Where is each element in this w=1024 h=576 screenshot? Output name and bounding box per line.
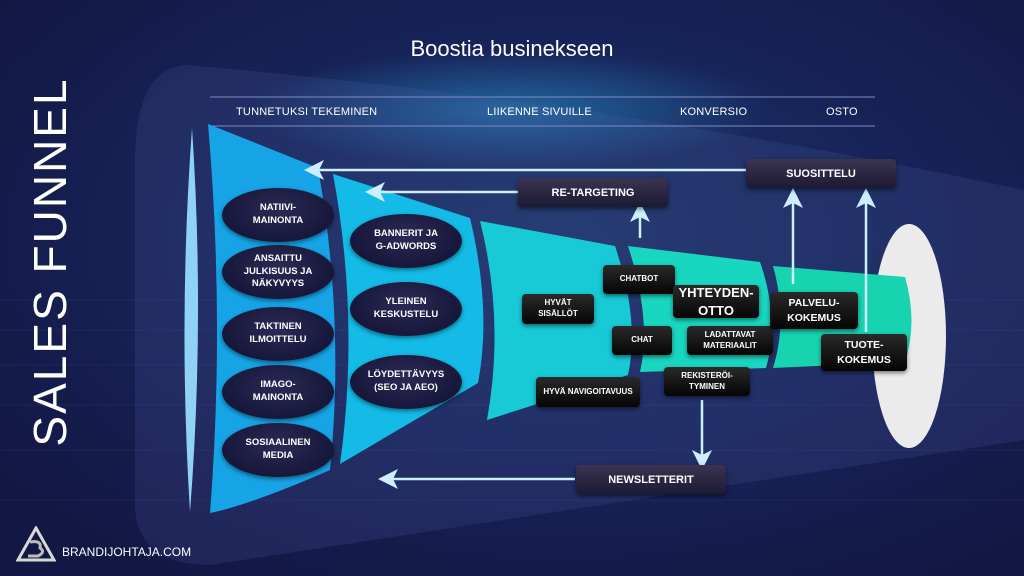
- retargeting-box: RE-TARGETING: [518, 178, 668, 207]
- stage-label-conversion: KONVERSIO: [680, 106, 748, 118]
- slide-title: Boostia businekseen: [410, 36, 614, 61]
- contact-box: YHTEYDEN- OTTO: [673, 285, 759, 318]
- good-content-box: HYVÄT SISÄLLÖT: [522, 294, 594, 324]
- newsletters-box: NEWSLETTERIT: [576, 465, 726, 494]
- brand-name: BRANDIJOHTAJA.COM: [62, 545, 192, 559]
- stage-label-purchase: OSTO: [826, 106, 858, 118]
- referral-box: SUOSITTELU: [746, 159, 896, 188]
- product-experience-box: TUOTE- KOKEMUS: [821, 334, 907, 371]
- chatbot-box: CHATBOT: [603, 265, 675, 294]
- stage-label-traffic: LIIKENNE SIVUILLE: [487, 106, 592, 118]
- brand-logo-icon: [16, 526, 56, 562]
- awareness-item: IMAGO- MAINONTA: [222, 365, 334, 419]
- traffic-item: BANNERIT JA G-ADWORDS: [350, 214, 462, 268]
- awareness-item: NATIIVI- MAINONTA: [222, 188, 334, 242]
- traffic-item: LÖYDETTÄVYYS (SEO JA AEO): [350, 355, 462, 409]
- downloads-box: LADATTAVAT MATERIAALIT: [687, 326, 773, 355]
- side-title: SALES FUNNEL: [24, 77, 76, 447]
- registration-box: REKISTERÖI- TYMINEN: [664, 367, 750, 396]
- traffic-item: YLEINEN KESKUSTELU: [350, 282, 462, 336]
- navigation-box: HYVÄ NAVIGOITAVUUS: [536, 377, 640, 407]
- stage-label-awareness: TUNNETUKSI TEKEMINEN: [236, 106, 378, 118]
- awareness-item: TAKTINEN ILMOITTELU: [222, 307, 334, 361]
- service-experience-box: PALVELU- KOKEMUS: [770, 292, 858, 329]
- funnel-rim: [184, 128, 199, 512]
- chat-box: CHAT: [612, 326, 672, 355]
- awareness-item: ANSAITTU JULKISUUS JA NÄKYVYYS: [222, 245, 334, 299]
- awareness-item: SOSIAALINEN MEDIA: [222, 423, 334, 477]
